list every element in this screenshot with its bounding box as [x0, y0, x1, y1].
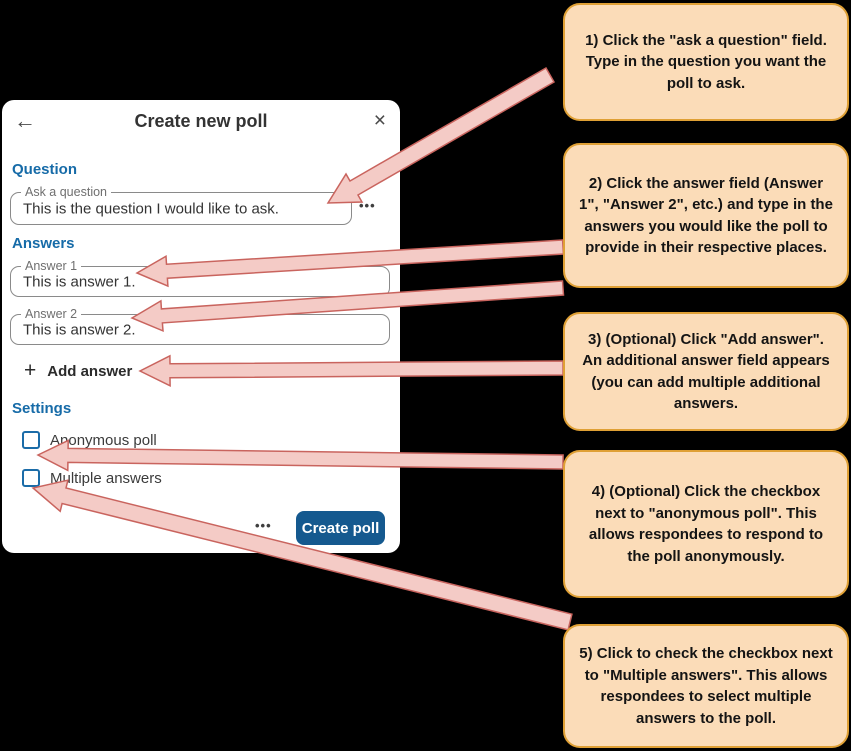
callout-step-4-text: 4) (Optional) Click the checkbox next to…	[588, 483, 824, 565]
question-input-value: This is the question I would like to ask…	[23, 200, 279, 217]
question-section-heading: Question	[12, 161, 78, 178]
multiple-answers-checkbox[interactable]	[22, 469, 40, 487]
callout-step-3-text: 3) (Optional) Click "Add answer". An add…	[582, 330, 830, 413]
callout-step-2-text: 2) Click the answer field (Answer 1", "A…	[579, 174, 833, 257]
callout-step-2: 2) Click the answer field (Answer 1", "A…	[563, 143, 849, 288]
anonymous-poll-row: Anonymous poll	[22, 431, 157, 449]
answer-2-input-value: This is answer 2.	[23, 321, 136, 338]
answer-1-input[interactable]: Answer 1 This is answer 1.	[10, 259, 390, 297]
add-answer-button[interactable]: + Add answer	[24, 360, 132, 382]
multiple-answers-row: Multiple answers	[22, 469, 162, 487]
create-poll-dialog: ← Create new poll × Question Ask a quest…	[2, 100, 400, 553]
create-poll-button[interactable]: Create poll	[296, 511, 385, 545]
answer-2-input[interactable]: Answer 2 This is answer 2.	[10, 307, 390, 345]
anonymous-poll-label: Anonymous poll	[50, 431, 157, 449]
callout-step-5: 5) Click to check the checkbox next to "…	[563, 624, 849, 748]
question-input-label: Ask a question	[21, 185, 111, 200]
callout-step-1-text: 1) Click the "ask a question" field. Typ…	[585, 31, 827, 92]
dialog-title: Create new poll	[134, 111, 268, 131]
question-overflow-menu-icon[interactable]: •••	[359, 198, 376, 213]
back-arrow-icon[interactable]: ←	[14, 108, 36, 133]
callout-step-4: 4) (Optional) Click the checkbox next to…	[563, 450, 849, 598]
add-answer-label: Add answer	[47, 362, 133, 380]
settings-section-heading: Settings	[12, 400, 72, 417]
answer-1-input-label: Answer 1	[21, 259, 82, 274]
answer-2-input-label: Answer 2	[21, 307, 82, 322]
callout-step-1: 1) Click the "ask a question" field. Typ…	[563, 3, 849, 121]
plus-icon: +	[24, 359, 37, 382]
answer-1-input-value: This is answer 1.	[23, 273, 136, 290]
multiple-answers-label: Multiple answers	[50, 469, 162, 487]
question-input[interactable]: Ask a question This is the question I wo…	[10, 185, 352, 225]
close-icon[interactable]: ×	[373, 109, 386, 132]
callout-step-5-text: 5) Click to check the checkbox next to "…	[579, 645, 833, 727]
anonymous-poll-checkbox[interactable]	[22, 431, 40, 449]
footer-overflow-menu-icon[interactable]: •••	[255, 518, 272, 533]
callout-step-3: 3) (Optional) Click "Add answer". An add…	[563, 312, 849, 431]
answers-section-heading: Answers	[12, 235, 75, 252]
